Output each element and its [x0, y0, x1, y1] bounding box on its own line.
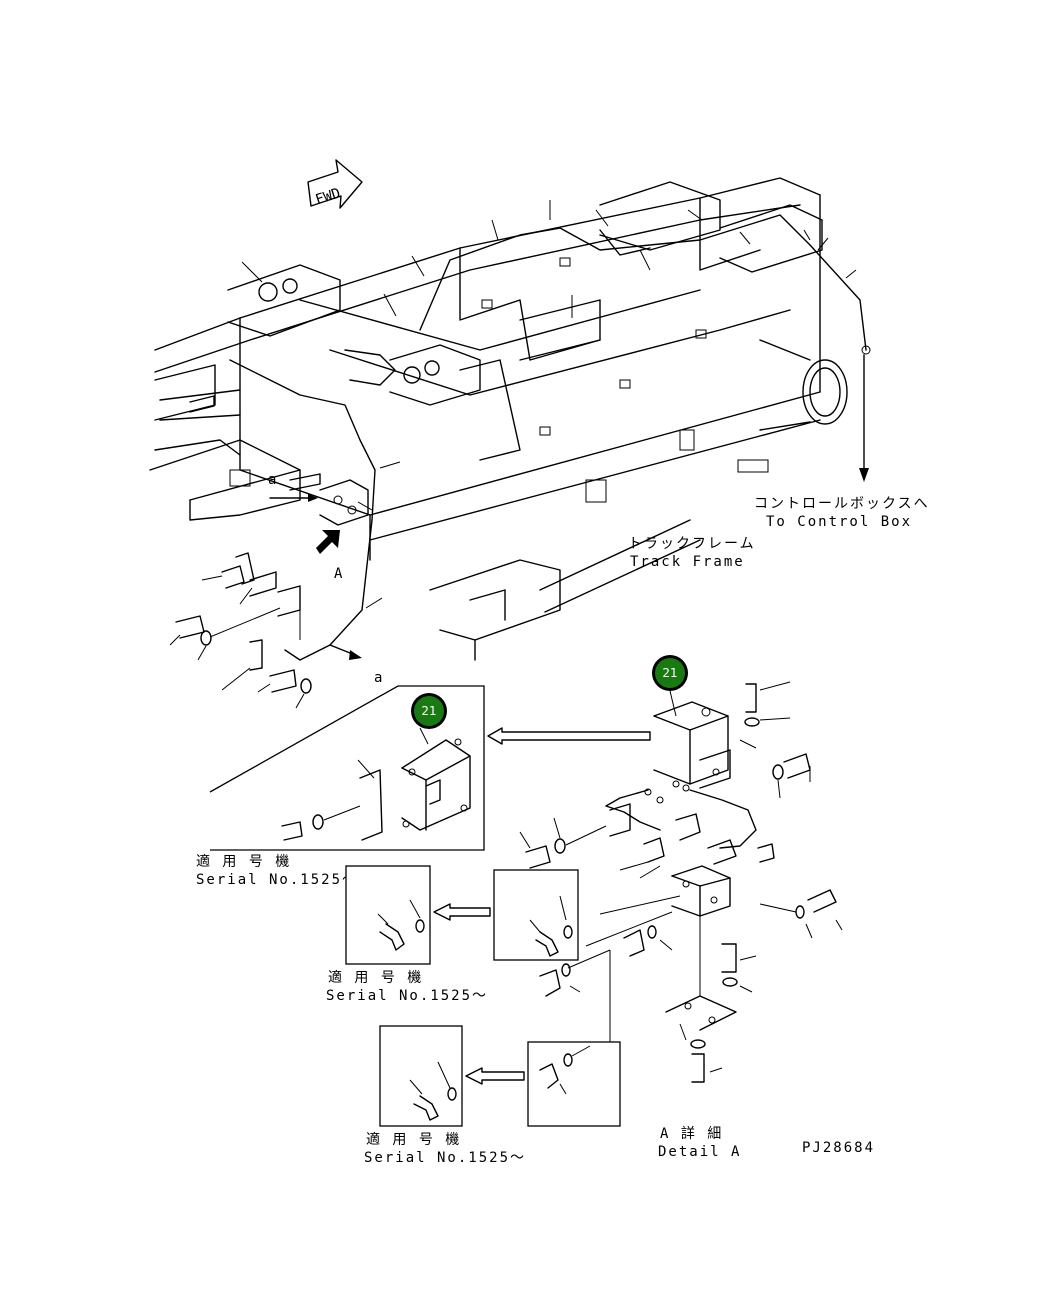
hollow-arrow-icon: [487, 727, 651, 745]
callout-21-detail-a[interactable]: 21: [411, 693, 447, 729]
detail-A-assembly: [519, 681, 843, 1083]
serial-inset-3: [379, 1025, 621, 1127]
serial-note-2-en: Serial No.1525～: [326, 988, 488, 1004]
serial-note-3-jp: 適 用 号 機: [366, 1131, 461, 1148]
leader-lines: [241, 200, 857, 609]
callout-label: 21: [421, 704, 436, 718]
detail-A-title-en: Detail A: [658, 1144, 741, 1160]
control-box-label-en: To Control Box: [766, 514, 912, 530]
fwd-arrow-icon: FWD: [307, 159, 363, 209]
machine-frame: [149, 177, 871, 661]
detail-a-box: [209, 685, 485, 851]
callout-21-detail-A[interactable]: 21: [652, 655, 688, 717]
section-marker-a-top: a: [268, 472, 278, 488]
left-hardware: [169, 395, 321, 709]
serial-note-2-jp: 適 用 号 機: [328, 969, 423, 986]
section-marker-a-bottom: a: [374, 670, 384, 686]
callout-label: 21: [662, 666, 677, 680]
serial-note-1-en: Serial No.1525～: [196, 872, 358, 888]
track-frame-label-en: Track Frame: [630, 554, 745, 570]
view-marker-A: A: [334, 566, 344, 582]
serial-inset-2: [345, 865, 579, 965]
detail-A-title-jp: A 詳 細: [660, 1126, 723, 1142]
track-frame-label-jp: トラックフレーム: [628, 536, 756, 552]
serial-note-3-en: Serial No.1525～: [364, 1150, 526, 1166]
control-box-label-jp: コントロールボックスへ: [754, 496, 930, 512]
drawing-code: PJ28684: [802, 1140, 875, 1156]
serial-note-1-jp: 適 用 号 機: [196, 853, 291, 870]
fwd-label: FWD: [314, 185, 343, 208]
